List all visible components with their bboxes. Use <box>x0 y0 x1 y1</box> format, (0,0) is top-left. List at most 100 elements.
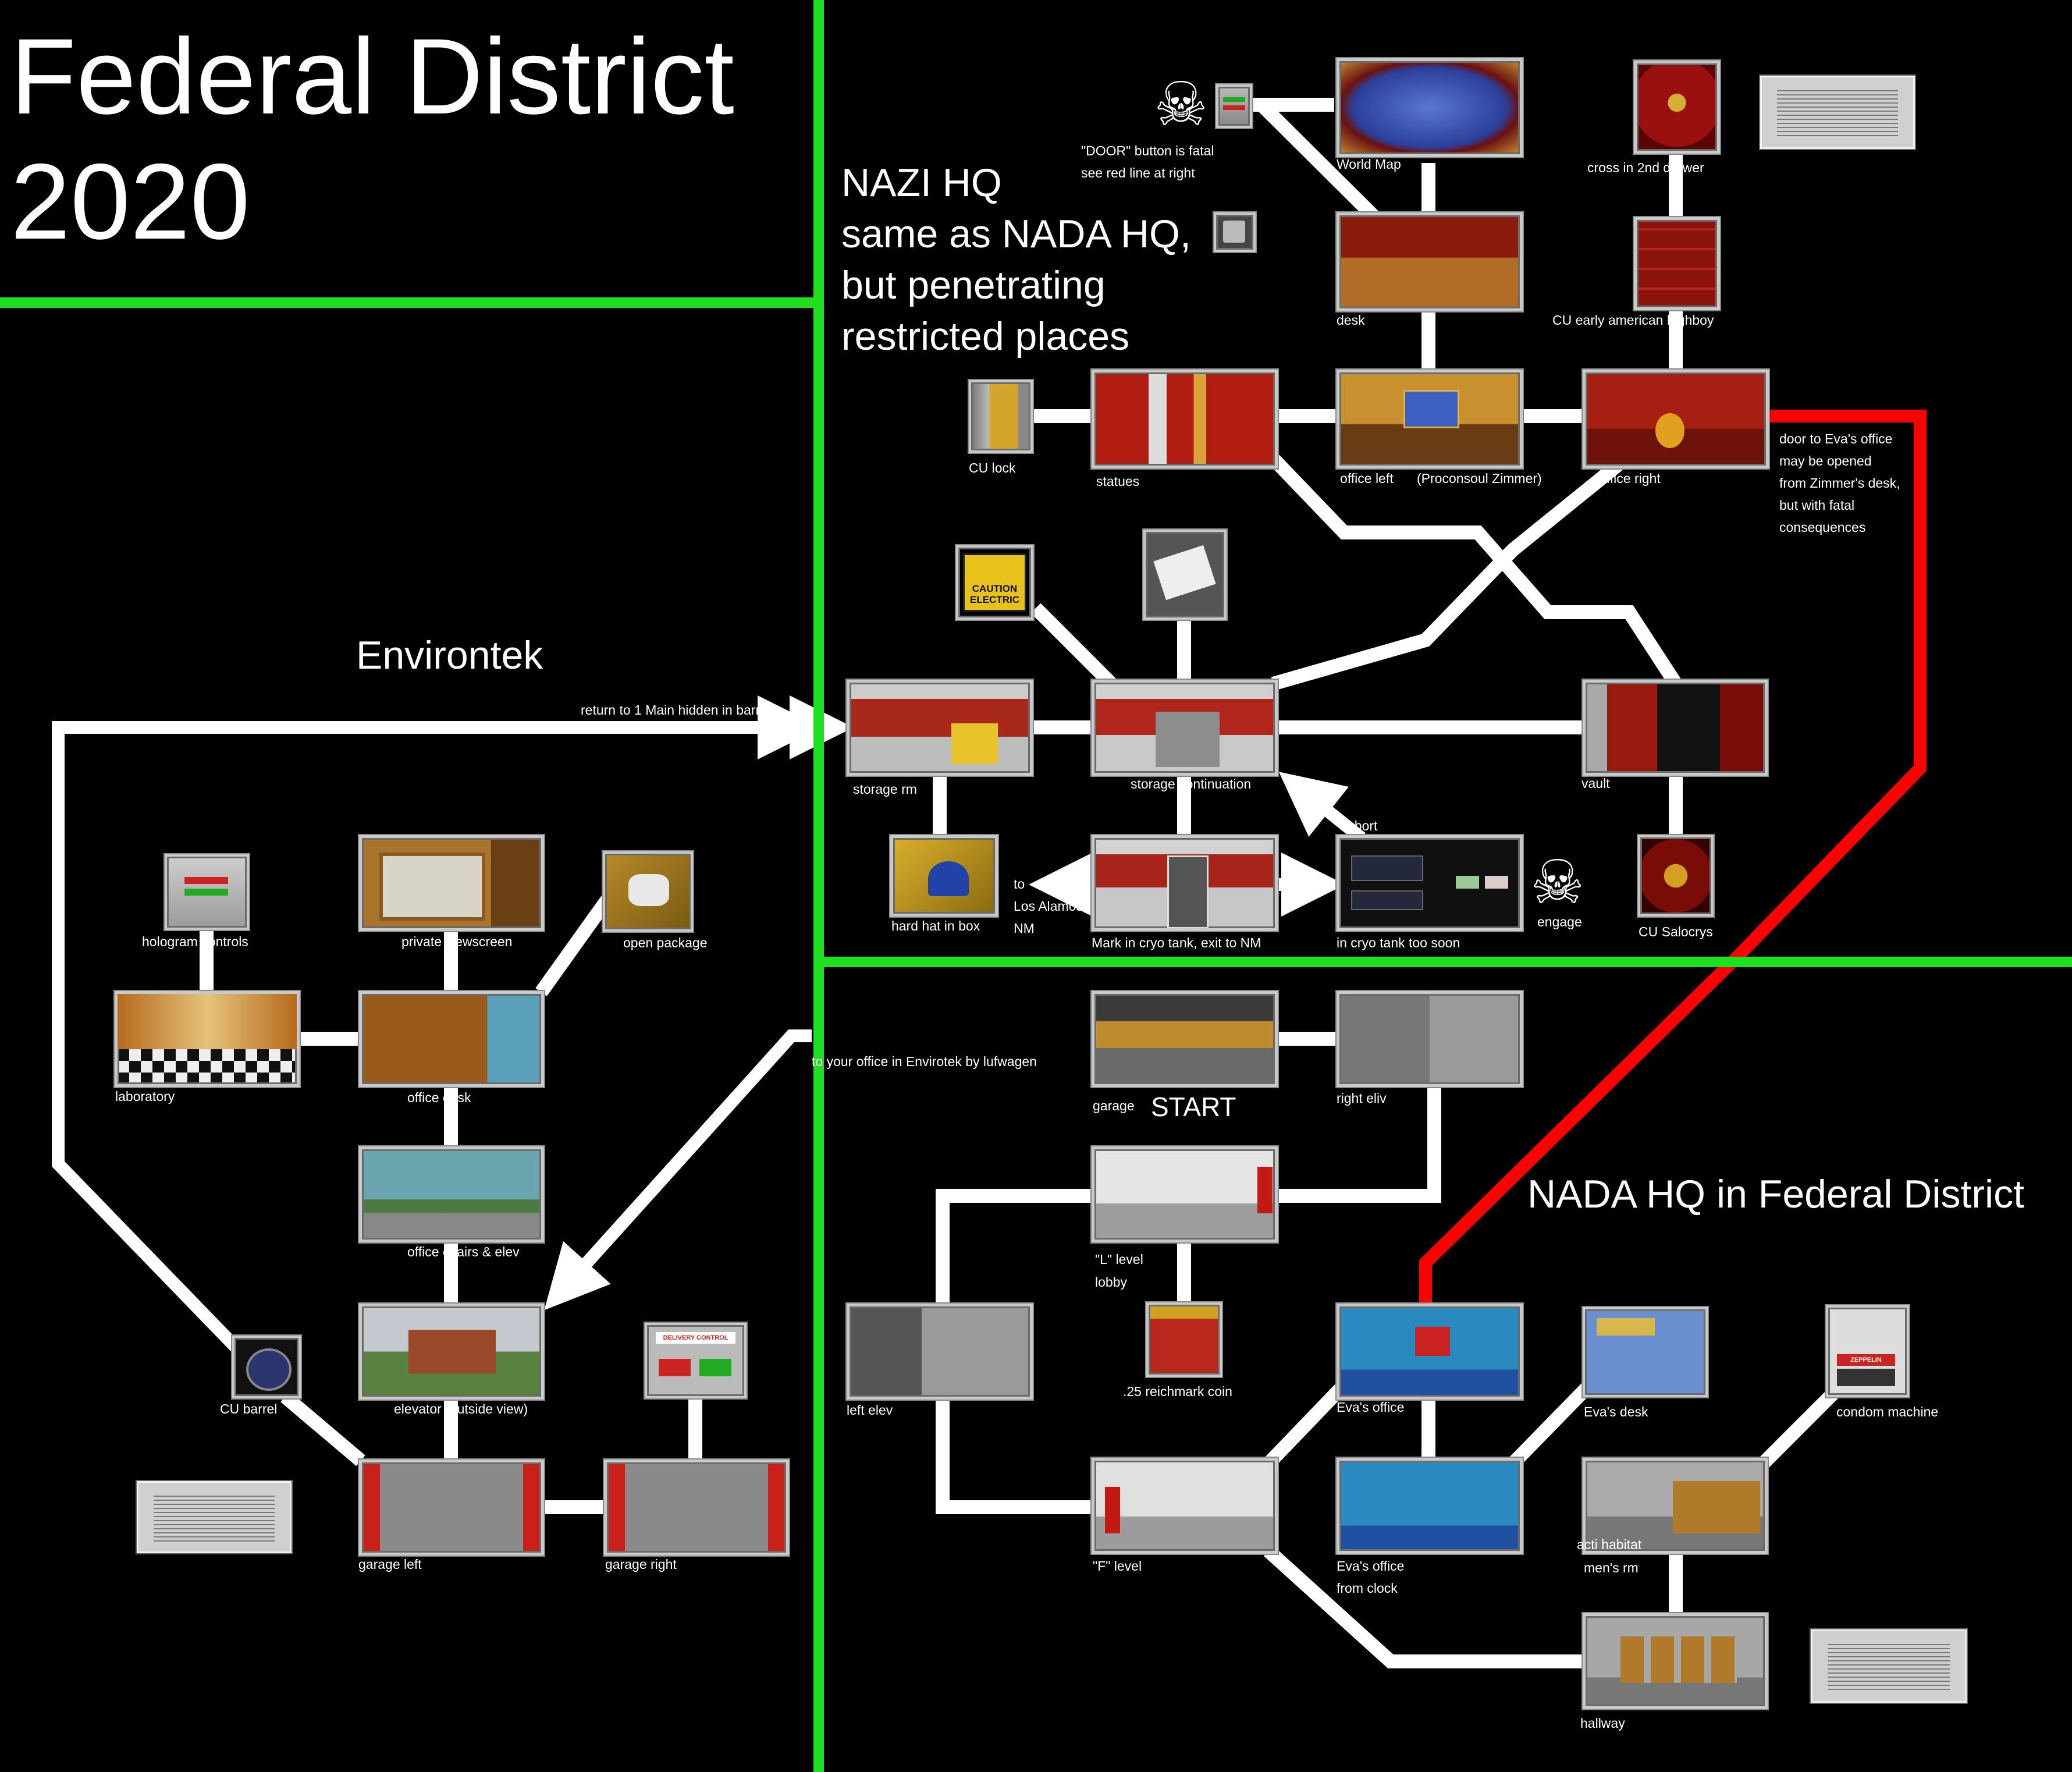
link <box>1274 1085 1441 1203</box>
link <box>1508 1383 1592 1469</box>
link <box>52 695 822 1355</box>
garage-thumb[interactable] <box>1092 991 1278 1087</box>
condom-label: condom machine <box>1836 1404 1939 1419</box>
cross-drawer-label: cross in 2nd drawer <box>1587 160 1704 175</box>
hallway-thumb[interactable] <box>1583 1613 1768 1709</box>
door-fatal-note: "DOOR" button is fatal see red line at r… <box>1081 143 1214 180</box>
nada-hq-heading: NADA HQ in Federal District <box>1527 1172 2024 1216</box>
garage-left-thumb[interactable] <box>359 1459 544 1556</box>
link <box>1263 1546 1587 1668</box>
left-elev-label: left elev <box>847 1402 893 1418</box>
link <box>535 886 620 996</box>
salocrys-label: CU Salocrys <box>1639 924 1713 939</box>
storage-rm-thumb[interactable] <box>847 680 1033 776</box>
reichmark-label: .25 reichmark coin <box>1123 1384 1232 1399</box>
reichmark-thumb[interactable] <box>1146 1302 1222 1377</box>
condom-machine-thumb[interactable]: ZEPPELIN <box>1826 1305 1909 1397</box>
link <box>936 1189 1094 1306</box>
arrow-abort <box>1278 772 1366 843</box>
link <box>1030 603 1117 689</box>
office-desk-label: office desk <box>407 1090 471 1105</box>
to-office-note: to your office in Envirotek by lufwagen <box>812 1054 1037 1069</box>
eva-clock-thumb[interactable] <box>1337 1458 1523 1554</box>
desk-label: desk <box>1337 313 1365 328</box>
storage-rm-label: storage rm <box>853 782 917 797</box>
office-right-label: office right <box>1599 471 1661 486</box>
start-label: START <box>1151 1092 1236 1122</box>
world-map-thumb[interactable] <box>1337 58 1523 157</box>
elevator-outside-thumb[interactable] <box>359 1304 544 1400</box>
acti-habitat-label: acti habitat <box>1577 1537 1642 1552</box>
l-level-label-2: lobby <box>1095 1274 1127 1290</box>
office-left-thumb[interactable] <box>1337 370 1523 468</box>
engage-note: engage <box>1537 914 1582 929</box>
cryo-soon-thumb[interactable] <box>1337 835 1523 931</box>
l-level-thumb[interactable] <box>1092 1146 1278 1242</box>
f-level-thumb[interactable] <box>1092 1458 1278 1554</box>
mens-rm-thumb[interactable] <box>1583 1458 1768 1554</box>
world-map-label: World Map <box>1337 157 1401 172</box>
nazi-hq-info-plate <box>1760 76 1915 149</box>
office-desk-thumb[interactable] <box>359 991 544 1087</box>
vault-label: vault <box>1581 776 1610 791</box>
nada-hq-info-plate <box>1811 1629 1967 1703</box>
nazi-hq-heading-1: NAZI HQ <box>841 161 1002 205</box>
caution-electric-sign[interactable]: CAUTION ELECTRIC <box>956 545 1033 620</box>
cross-drawer-thumb[interactable] <box>1634 61 1720 154</box>
eva-clock-label-1: Eva's office <box>1337 1558 1405 1574</box>
vault-thumb[interactable] <box>1583 680 1768 776</box>
office-chairs-thumb[interactable] <box>359 1146 544 1242</box>
hard-hat-thumb[interactable] <box>890 835 998 917</box>
hologram-controls-thumb[interactable] <box>165 854 249 930</box>
fatal-path-line <box>1419 410 1927 1306</box>
statues-label: statues <box>1096 474 1140 489</box>
evas-office-thumb[interactable] <box>1337 1304 1523 1400</box>
office-chairs-label: office chairs & elev <box>407 1244 520 1259</box>
private-viewscreen-thumb[interactable] <box>359 835 544 931</box>
right-eliv-thumb[interactable] <box>1337 991 1523 1087</box>
highboy-label: CU early american highboy <box>1552 313 1714 328</box>
highboy-thumb[interactable] <box>1634 217 1720 310</box>
mens-rm-label: men's rm <box>1584 1560 1639 1575</box>
abort-note: abort <box>1347 818 1378 833</box>
mark-cryo-label: Mark in cryo tank, exit to NM <box>1092 935 1261 950</box>
salocrys-thumb[interactable] <box>1638 835 1714 917</box>
evas-desk-thumb[interactable] <box>1583 1307 1708 1397</box>
swastika-banner <box>1105 1487 1120 1533</box>
garage-right-thumb[interactable] <box>604 1459 789 1556</box>
laboratory-thumb[interactable] <box>115 991 300 1087</box>
desk-thumb[interactable] <box>1337 212 1523 311</box>
lock-icon[interactable] <box>969 380 1033 453</box>
cu-barrel-label: CU barrel <box>220 1401 278 1416</box>
return-barrel-note: return to 1 Main hidden in barrel <box>581 702 771 718</box>
f-level-label: "F" level <box>1093 1558 1142 1574</box>
link <box>1263 1383 1346 1469</box>
storage-cont-label: storage continuation <box>1131 776 1252 791</box>
storage-cont-thumb[interactable] <box>1092 680 1278 776</box>
garage-label: garage <box>1093 1098 1135 1113</box>
link <box>936 1397 1094 1514</box>
link <box>1271 445 1640 691</box>
skull-icon: ☠ <box>1530 849 1585 917</box>
private-viewscreen-label: private viewscreen <box>401 934 513 949</box>
storage-sign-thumb[interactable] <box>1143 530 1227 620</box>
barrel-icon[interactable] <box>232 1336 301 1398</box>
statues-thumb[interactable] <box>1092 370 1278 468</box>
office-left-label: office left <box>1340 471 1394 486</box>
door-button-panel[interactable] <box>1216 84 1252 128</box>
cryo-soon-label: in cryo tank too soon <box>1337 935 1460 950</box>
left-elev-thumb[interactable] <box>847 1304 1033 1400</box>
skull-icon: ☠ <box>1154 71 1209 139</box>
evas-desk-label: Eva's desk <box>1584 1404 1648 1419</box>
open-package-label: open package <box>623 935 708 950</box>
open-package-thumb[interactable] <box>603 851 693 932</box>
laboratory-label: laboratory <box>115 1089 175 1104</box>
office-right-thumb[interactable] <box>1583 370 1769 468</box>
arrow-to-office <box>544 1029 812 1311</box>
mark-cryo-thumb[interactable] <box>1092 835 1278 931</box>
environtek-heading: Environtek <box>356 633 543 677</box>
door-camera-thumb[interactable] <box>1214 212 1256 252</box>
nazi-hq-heading-4: restricted places <box>841 314 1130 358</box>
delivery-control-thumb[interactable]: DELIVERY CONTROL <box>645 1323 747 1398</box>
